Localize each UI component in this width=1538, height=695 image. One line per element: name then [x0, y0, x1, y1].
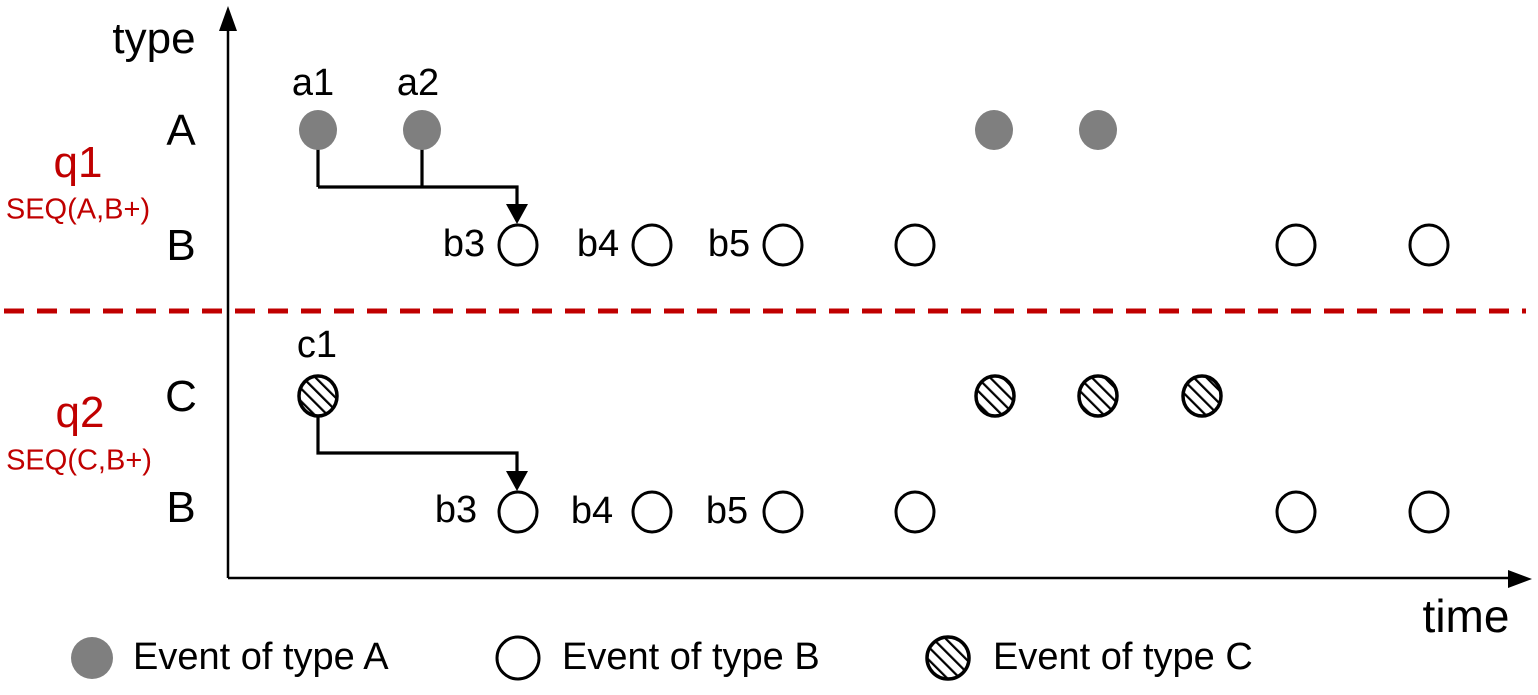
legend-label-type-a: Event of type A: [133, 636, 389, 678]
event-label: b4: [570, 490, 614, 532]
event-point-type-b: [1408, 223, 1450, 267]
query-q2-pattern: SEQ(C,B+): [6, 444, 152, 477]
x-axis-title: time: [1422, 590, 1510, 642]
event-point-type-c: [1181, 374, 1223, 418]
row-label-c: C: [165, 372, 197, 421]
arrowhead-icon: [219, 6, 237, 31]
event-point-type-b: [497, 490, 539, 534]
arrowhead-icon: [1508, 570, 1532, 588]
event-point-type-b: [894, 223, 936, 267]
event-label: b5: [707, 223, 751, 265]
event-label: a1: [291, 62, 335, 104]
event-point-type-a: [975, 110, 1013, 150]
event-point-type-b: [894, 490, 936, 534]
event-point-type-a: [403, 110, 441, 150]
row-label-b-top: B: [166, 221, 196, 270]
event-point-type-c: [1077, 374, 1119, 418]
row-label-a: A: [166, 106, 196, 155]
event-point-type-b: [497, 223, 539, 267]
event-label: c1: [296, 324, 338, 366]
legend-swatch-type-a: [71, 637, 113, 679]
legend-swatch-type-c: [925, 635, 971, 681]
event-point-type-b: [1408, 490, 1450, 534]
event-point-type-c: [297, 374, 339, 418]
row-label-b-bottom: B: [166, 483, 196, 532]
event-point-type-b: [1275, 490, 1317, 534]
event-point-type-a: [299, 110, 337, 150]
event-label: a2: [396, 62, 440, 104]
diagram-layer: [4, 6, 1532, 681]
query-q2-name: q2: [55, 388, 105, 437]
event-point-type-b: [762, 223, 804, 267]
match-connector-line: [318, 185, 519, 206]
legend-label-type-c: Event of type C: [993, 636, 1253, 678]
event-point-type-a: [1079, 110, 1117, 150]
arrowhead-icon: [506, 204, 528, 224]
event-label: b5: [705, 490, 749, 532]
query-q1-name: q1: [53, 138, 103, 187]
arrowhead-icon: [506, 471, 528, 491]
y-axis-title: type: [112, 14, 196, 63]
match-connector-line: [316, 415, 519, 473]
event-point-type-b: [631, 490, 673, 534]
event-point-type-c: [974, 374, 1016, 418]
event-point-type-b: [1275, 223, 1317, 267]
event-label: b4: [576, 223, 620, 265]
event-label: b3: [442, 223, 486, 265]
event-point-type-b: [762, 490, 804, 534]
legend-label-type-b: Event of type B: [562, 636, 820, 678]
event-point-type-b: [631, 223, 673, 267]
query-q1-pattern: SEQ(A,B+): [5, 193, 151, 226]
event-label: b3: [434, 489, 478, 531]
legend-swatch-type-b: [495, 635, 541, 681]
